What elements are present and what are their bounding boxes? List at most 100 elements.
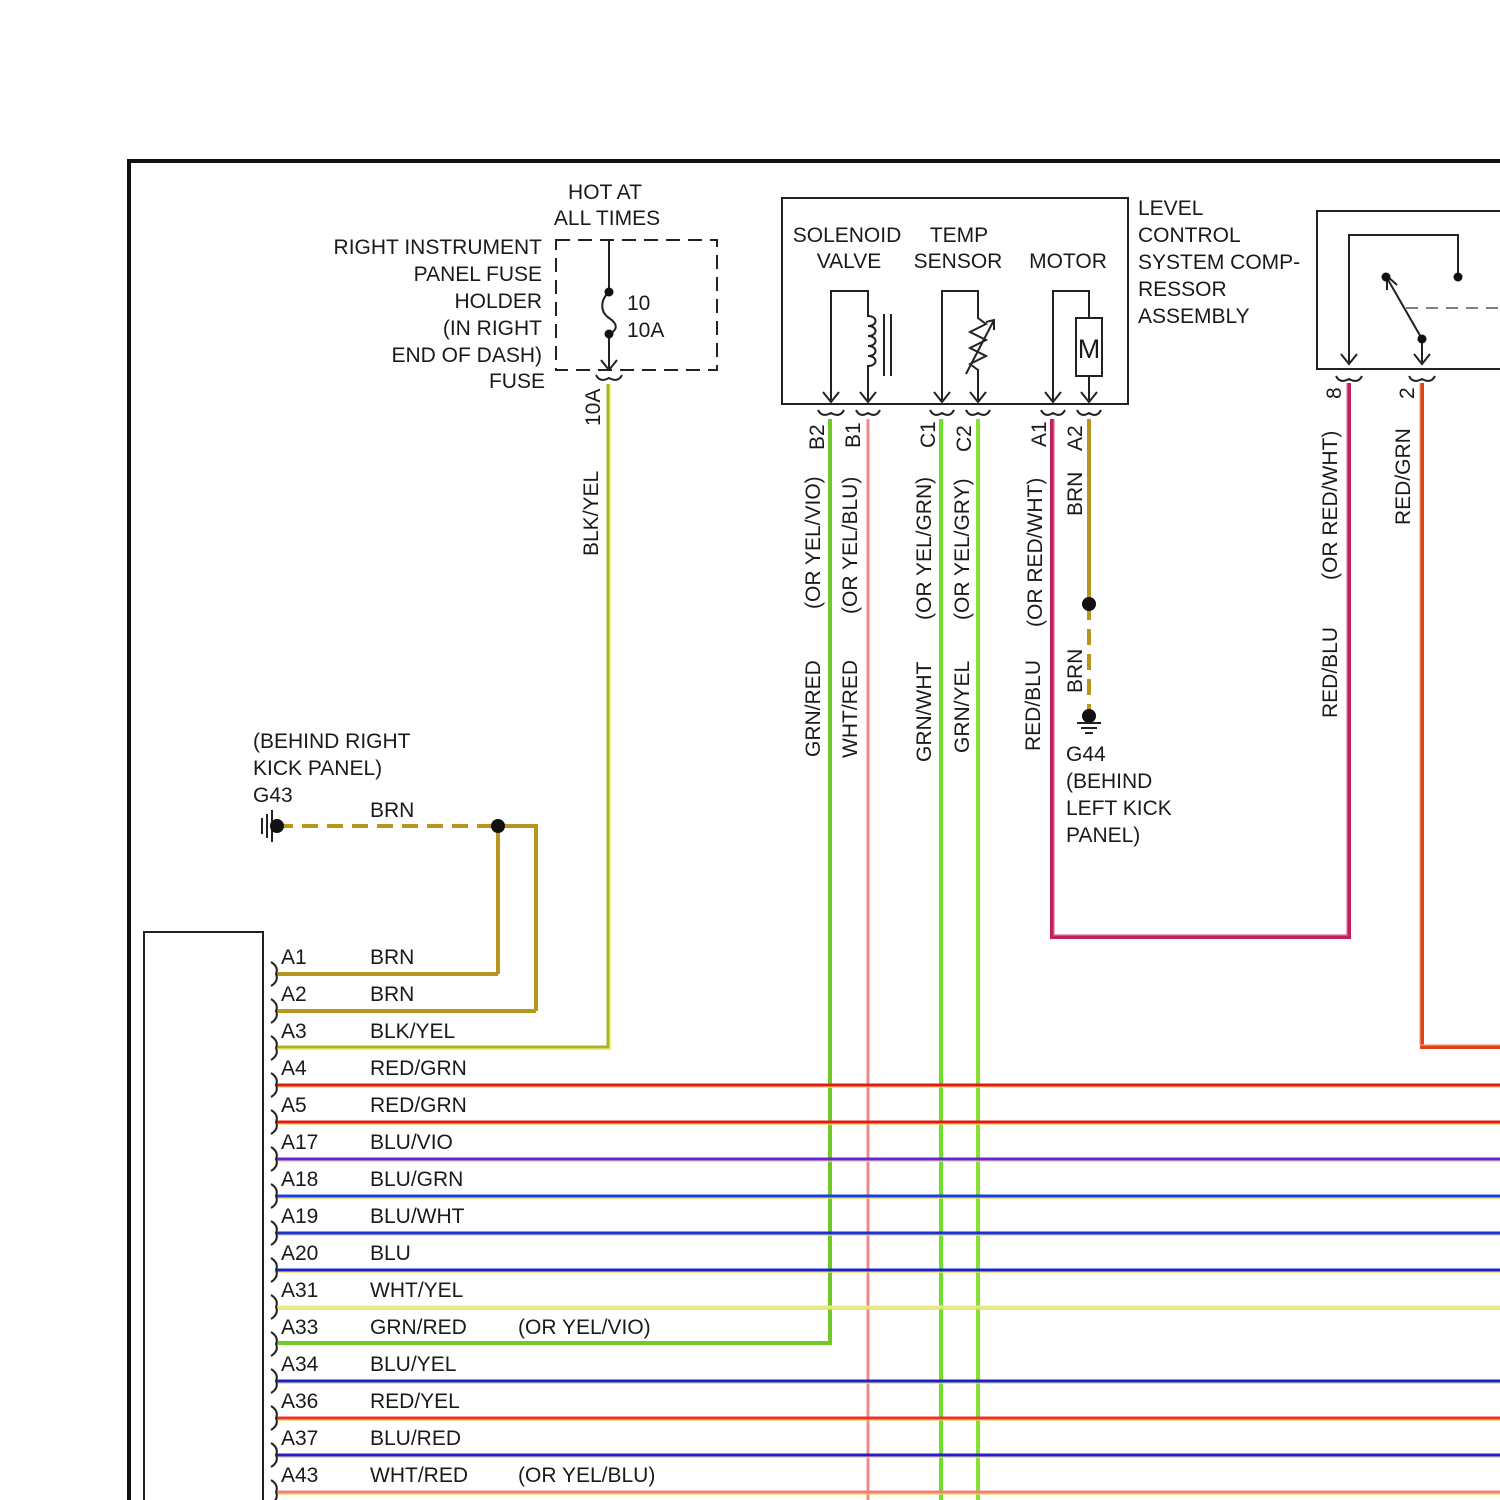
switch-pin-8: 8 bbox=[1323, 387, 1346, 399]
connector-alt-label: (OR YEL/BLU) bbox=[518, 1464, 655, 1487]
connector-wire-label: WHT/YEL bbox=[370, 1279, 463, 1302]
temp-label-1: TEMP bbox=[930, 224, 988, 247]
assembly-title-1: LEVEL bbox=[1138, 197, 1203, 220]
g43-wire-label: BRN bbox=[370, 799, 414, 822]
pin-c2-label: C2 bbox=[953, 425, 976, 452]
connector-wire-label: RED/YEL bbox=[370, 1390, 460, 1413]
connector-wire-label: RED/GRN bbox=[370, 1094, 467, 1117]
connector-cavity-a19 bbox=[271, 1221, 277, 1245]
connector-cavity-a43 bbox=[271, 1480, 277, 1500]
connector-pin-label: A43 bbox=[281, 1464, 318, 1487]
c2-main-label: GRN/YEL bbox=[951, 661, 974, 753]
connector-wire-label: BLU/RED bbox=[370, 1427, 461, 1450]
connector-pin-label: A1 bbox=[281, 946, 307, 969]
connector-cavity-a3 bbox=[271, 1036, 277, 1060]
wire-switch-2 bbox=[1422, 383, 1500, 1047]
connector-cavity-a5 bbox=[271, 1110, 277, 1134]
connector-cavity-a20 bbox=[271, 1258, 277, 1282]
a2-splice-dot bbox=[1082, 597, 1096, 611]
fuse-terminal-top bbox=[605, 288, 614, 297]
all-times-label: ALL TIMES bbox=[554, 207, 660, 230]
connector-wire-label: BLU/YEL bbox=[370, 1353, 456, 1376]
right-switch: 8 2 (OR RED/WHT) RED/BLU RED/GRN bbox=[1317, 211, 1500, 718]
b1-main-label: WHT/RED bbox=[839, 660, 862, 758]
connector-pin-label: A34 bbox=[281, 1353, 319, 1376]
connector-pin-label: A36 bbox=[281, 1390, 318, 1413]
g43-line-1: (BEHIND RIGHT bbox=[253, 730, 411, 753]
c2-alt-label: (OR YEL/GRY) bbox=[951, 478, 974, 620]
g43-line-2: KICK PANEL) bbox=[253, 757, 382, 780]
a2-lower-label: BRN bbox=[1064, 649, 1087, 693]
solenoid-core bbox=[884, 314, 891, 376]
wire-switch-2-highlight bbox=[1420, 383, 1500, 1045]
pin-b2-label: B2 bbox=[806, 424, 829, 450]
connector-cavity-a34 bbox=[271, 1369, 277, 1393]
g43-splice-dot bbox=[491, 819, 505, 833]
connector-cavity-a1 bbox=[271, 962, 277, 986]
a1-main-label: RED/BLU bbox=[1022, 660, 1045, 751]
connector-wire-label: BRN bbox=[370, 983, 414, 1006]
fuse-number: 10 bbox=[627, 292, 650, 315]
connector-pin-label: A5 bbox=[281, 1094, 307, 1117]
g43-ground-dot bbox=[270, 819, 284, 833]
connector-alt-label: (OR YEL/VIO) bbox=[518, 1316, 651, 1339]
pin-c1-label: C1 bbox=[917, 421, 940, 448]
wire-a1-highlight bbox=[1054, 383, 1347, 935]
connector-pin-label: A4 bbox=[281, 1057, 307, 1080]
compressor-wire-labels: (OR YEL/VIO) GRN/RED (OR YEL/BLU) WHT/RE… bbox=[802, 472, 1087, 762]
fuse-holder-line-1: RIGHT INSTRUMENT bbox=[334, 236, 543, 259]
wire-b2 bbox=[276, 419, 830, 1343]
connector-pin-label: A31 bbox=[281, 1279, 318, 1302]
connector-cavity-a2 bbox=[271, 999, 277, 1023]
c1-alt-label: (OR YEL/GRN) bbox=[913, 477, 936, 620]
g44-line-1: G44 bbox=[1066, 743, 1106, 766]
pin-a2-label: A2 bbox=[1064, 425, 1087, 451]
wire-blk-yel bbox=[276, 384, 608, 1047]
connector-cavity-a17 bbox=[271, 1147, 277, 1171]
connector-wire-label: GRN/RED bbox=[370, 1316, 467, 1339]
connector-pin-label: A17 bbox=[281, 1131, 318, 1154]
fuse-pin-connector bbox=[596, 375, 622, 380]
connector-wire-label: BLU bbox=[370, 1242, 411, 1265]
g44-line-3: LEFT KICK bbox=[1066, 797, 1172, 820]
a1-alt-label: (OR RED/WHT) bbox=[1024, 478, 1047, 627]
fuse-wire-label: BLK/YEL bbox=[580, 471, 603, 556]
connector-wire-label: BRN bbox=[370, 946, 414, 969]
connector-pin-label: A33 bbox=[281, 1316, 318, 1339]
compressor-assembly: SOLENOID VALVE TEMP SENSOR MOTOR M B2 B1… bbox=[782, 197, 1300, 452]
ground-symbol bbox=[1077, 723, 1101, 733]
connector-pin-label: A18 bbox=[281, 1168, 318, 1191]
connector-pin-label: A37 bbox=[281, 1427, 318, 1450]
solenoid-label-1: SOLENOID bbox=[793, 224, 902, 247]
switch-circuit bbox=[1349, 235, 1458, 362]
wire8-alt-label: (OR RED/WHT) bbox=[1319, 431, 1342, 580]
switch-pivot bbox=[1418, 335, 1427, 344]
wire8-main-label: RED/BLU bbox=[1319, 627, 1342, 718]
fuse-terminal-bottom bbox=[605, 330, 614, 339]
page-frame bbox=[129, 161, 1500, 1500]
wire-a1 bbox=[1052, 383, 1349, 937]
assembly-title-2: CONTROL bbox=[1138, 224, 1241, 247]
g44-line-4: PANEL) bbox=[1066, 824, 1140, 847]
connector-wire-label: WHT/RED bbox=[370, 1464, 468, 1487]
connector-cavity-a18 bbox=[271, 1184, 277, 1208]
fuse-pin-label: 10A bbox=[582, 389, 605, 426]
wire-blk-yel-highlight bbox=[276, 384, 610, 1049]
b2-alt-label: (OR YEL/VIO) bbox=[802, 476, 825, 609]
switch-contact-2 bbox=[1454, 273, 1463, 282]
b2-main-label: GRN/RED bbox=[802, 660, 825, 757]
fuse-rating: 10A bbox=[627, 319, 664, 342]
fuse-holder-line-5: END OF DASH) bbox=[391, 344, 542, 367]
fuse-holder-line-6: FUSE bbox=[489, 370, 545, 393]
connector-cavity-a36 bbox=[271, 1406, 277, 1430]
connector-pin-label: A3 bbox=[281, 1020, 307, 1043]
pin-a1-label: A1 bbox=[1028, 421, 1051, 447]
c1-main-label: GRN/WHT bbox=[913, 662, 936, 762]
g43-splice-wires bbox=[498, 826, 536, 1011]
connector-wire-label: BLU/VIO bbox=[370, 1131, 453, 1154]
pin-b1-label: B1 bbox=[842, 422, 865, 448]
switch-contact-1 bbox=[1382, 273, 1391, 282]
solenoid-coil bbox=[831, 291, 876, 400]
connector-pin-label: A20 bbox=[281, 1242, 318, 1265]
